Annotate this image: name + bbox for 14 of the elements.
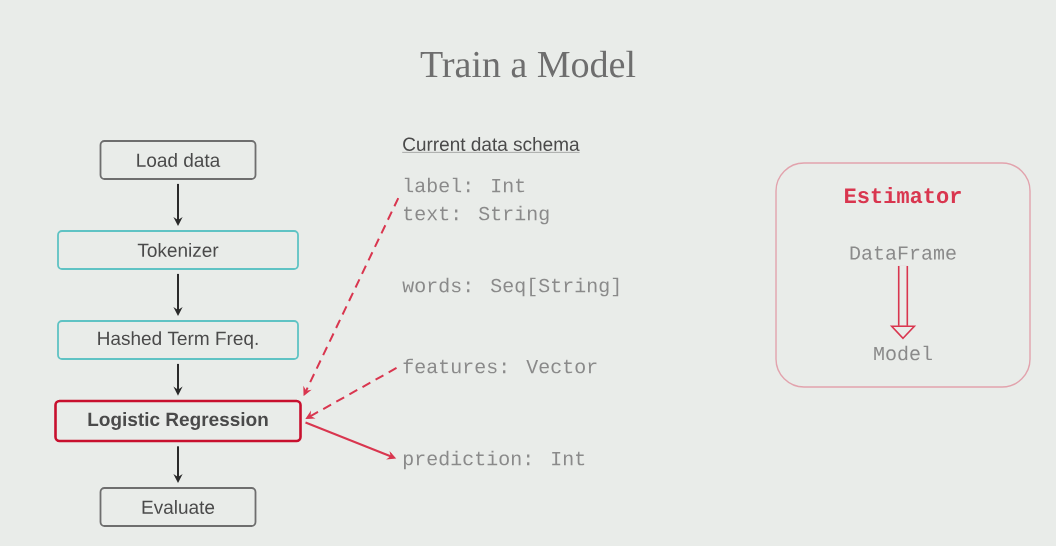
process-box: Logistic Regression — [54, 399, 302, 443]
schema-field: words: Seq[String] — [402, 277, 619, 297]
schema-field: features: Vector — [403, 358, 597, 374]
process-box: Tokenizer — [57, 230, 299, 270]
schema-field: label: Int — [404, 177, 525, 193]
schema-field: text: String — [404, 205, 549, 225]
process-box: Hashed Term Freq. — [57, 320, 299, 360]
slide-title: Train a Model — [420, 50, 636, 78]
process-box: Load data — [99, 140, 257, 180]
section-heading: Current data schema — [402, 137, 580, 153]
schema-field: prediction: Int — [403, 450, 585, 470]
data-text: DataFrame — [850, 246, 956, 260]
data-text: Model — [874, 345, 932, 361]
process-box: Evaluate — [99, 487, 257, 527]
